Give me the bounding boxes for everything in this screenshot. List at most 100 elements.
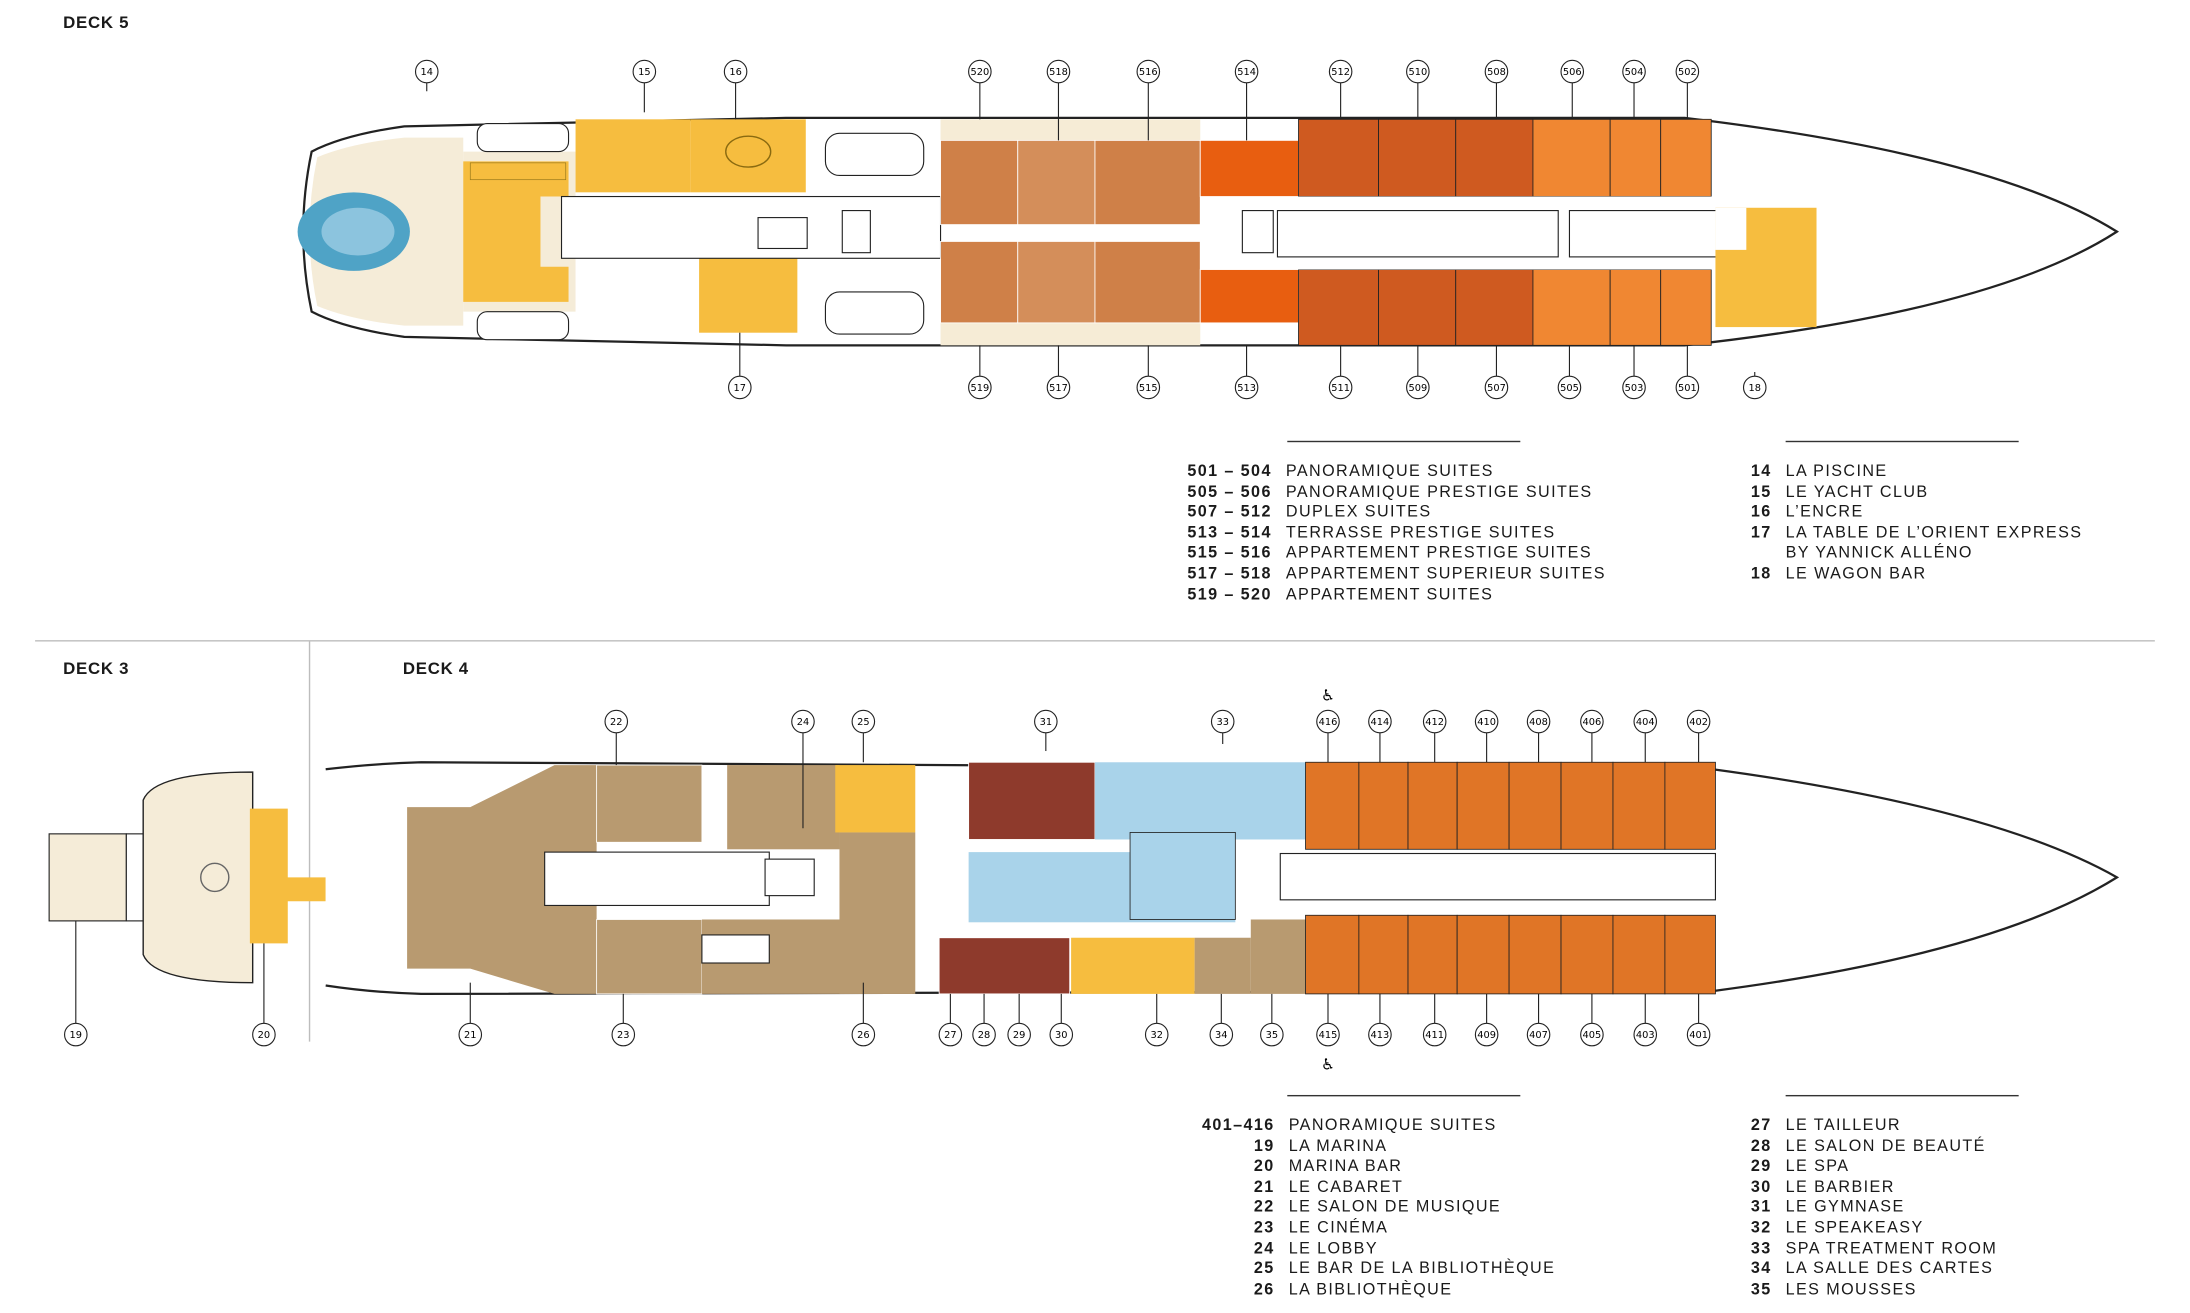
room-marker-407: 407 bbox=[1526, 993, 1551, 1047]
marker-circle bbox=[1633, 1022, 1658, 1047]
marker-circle bbox=[851, 709, 876, 734]
marker-circle bbox=[1136, 375, 1161, 400]
elevator-aft bbox=[841, 210, 871, 254]
spa-pool bbox=[1129, 832, 1236, 920]
marina-19 bbox=[48, 833, 127, 922]
legend-number: 32 bbox=[1750, 1219, 1772, 1237]
table-16 bbox=[725, 135, 772, 168]
legend-number: 27 bbox=[1750, 1117, 1772, 1135]
marker-label: 506 bbox=[1563, 67, 1582, 78]
marker-circle bbox=[1422, 1022, 1447, 1047]
deck-4-restroom bbox=[701, 934, 770, 964]
marker-circle bbox=[604, 709, 629, 734]
marker-label: 31 bbox=[1040, 717, 1053, 728]
marker-label: 509 bbox=[1408, 383, 1427, 394]
room-marker-516: 516 bbox=[1136, 59, 1161, 141]
legend-label: LE SPEAKEASY bbox=[1785, 1219, 1924, 1237]
marker-circle bbox=[1580, 709, 1604, 734]
room-marker-403: 403 bbox=[1633, 993, 1658, 1047]
marker-label: 512 bbox=[1331, 67, 1350, 78]
legend-rule-deck5-suites bbox=[1287, 440, 1521, 443]
room-marker-406: 406 bbox=[1580, 709, 1604, 763]
marker-label: 34 bbox=[1215, 1030, 1228, 1041]
marker-label: 402 bbox=[1689, 717, 1708, 728]
room-marker-26: 26 bbox=[851, 982, 876, 1047]
legend-number: 513 – 514 bbox=[1187, 524, 1272, 542]
cinema-23 bbox=[596, 919, 703, 995]
wagon-bar-service bbox=[1715, 207, 1747, 250]
marker-circle bbox=[968, 59, 992, 84]
cabaret-21 bbox=[407, 765, 597, 994]
room-marker-515: 515 bbox=[1136, 345, 1161, 400]
marker-circle bbox=[1474, 1022, 1499, 1047]
legend-number: 16 bbox=[1750, 504, 1772, 522]
lifeboat-top bbox=[476, 122, 570, 153]
marker-label: 30 bbox=[1055, 1030, 1068, 1041]
legend-rule-deck5-venues bbox=[1785, 440, 2019, 443]
room-marker-413: 413 bbox=[1368, 993, 1392, 1047]
legend-number: 20 bbox=[1253, 1158, 1275, 1176]
marker-label: 29 bbox=[1013, 1030, 1026, 1041]
marker-label: 411 bbox=[1425, 1030, 1444, 1041]
gym-31 bbox=[968, 761, 1096, 840]
spa-rooms-27-30 bbox=[938, 937, 1071, 995]
library-bar-25 bbox=[835, 765, 916, 833]
salon-musique-22 bbox=[596, 764, 703, 843]
legend-number: 507 – 512 bbox=[1187, 504, 1272, 522]
legend-number: 35 bbox=[1750, 1281, 1772, 1299]
marker-label: 20 bbox=[258, 1030, 271, 1041]
room-marker-520: 520 bbox=[968, 59, 992, 120]
marker-circle bbox=[1406, 375, 1430, 400]
room-marker-510: 510 bbox=[1406, 59, 1430, 120]
legend-label: LA TABLE DE L’ORIENT EXPRESS bbox=[1785, 524, 2083, 542]
legend-number: 24 bbox=[1253, 1240, 1275, 1258]
room-marker-507: 507 bbox=[1484, 345, 1509, 400]
tender-top bbox=[824, 132, 925, 177]
room-marker-410: 410 bbox=[1474, 709, 1499, 763]
marker-label: 406 bbox=[1583, 717, 1602, 728]
marker-label: 19 bbox=[70, 1030, 83, 1041]
room-marker-505: 505 bbox=[1557, 345, 1582, 400]
legend-label: LA PISCINE bbox=[1785, 463, 1888, 481]
legend-number: 33 bbox=[1750, 1240, 1772, 1258]
marker-circle bbox=[1622, 375, 1646, 400]
marker-label: 514 bbox=[1237, 67, 1256, 78]
marker-label: 501 bbox=[1678, 383, 1697, 394]
marker-label: 407 bbox=[1529, 1030, 1548, 1041]
marker-circle bbox=[1622, 59, 1646, 84]
legend-label: LE SPA bbox=[1785, 1158, 1850, 1176]
marker-circle bbox=[1368, 1022, 1392, 1047]
legend-number: 401–416 bbox=[1201, 1117, 1275, 1135]
room-marker-503: 503 bbox=[1622, 345, 1646, 400]
room-marker-504: 504 bbox=[1622, 59, 1646, 120]
bar-counter bbox=[469, 162, 567, 181]
room-marker-23: 23 bbox=[611, 993, 636, 1047]
marina-bar-20 bbox=[249, 808, 326, 944]
legend-label: LE YACHT CLUB bbox=[1785, 483, 1929, 501]
yacht-club-15 bbox=[463, 161, 569, 302]
room-marker-29: 29 bbox=[1007, 993, 1031, 1047]
marker-label: 412 bbox=[1425, 717, 1444, 728]
room-marker-511: 511 bbox=[1328, 345, 1353, 400]
legend-number: 21 bbox=[1253, 1178, 1275, 1196]
legend-label: LE CINÉMA bbox=[1288, 1219, 1389, 1237]
marker-circle bbox=[1484, 59, 1509, 84]
venue-17-room bbox=[699, 255, 798, 333]
room-marker-411: 411 bbox=[1422, 993, 1447, 1047]
marker-label: 413 bbox=[1371, 1030, 1390, 1041]
room-marker-25: 25 bbox=[851, 709, 876, 763]
deck-4-title: DECK 4 bbox=[402, 658, 469, 679]
marker-label: 508 bbox=[1487, 67, 1506, 78]
marker-label: 519 bbox=[970, 383, 989, 394]
marker-label: 26 bbox=[857, 1030, 870, 1041]
